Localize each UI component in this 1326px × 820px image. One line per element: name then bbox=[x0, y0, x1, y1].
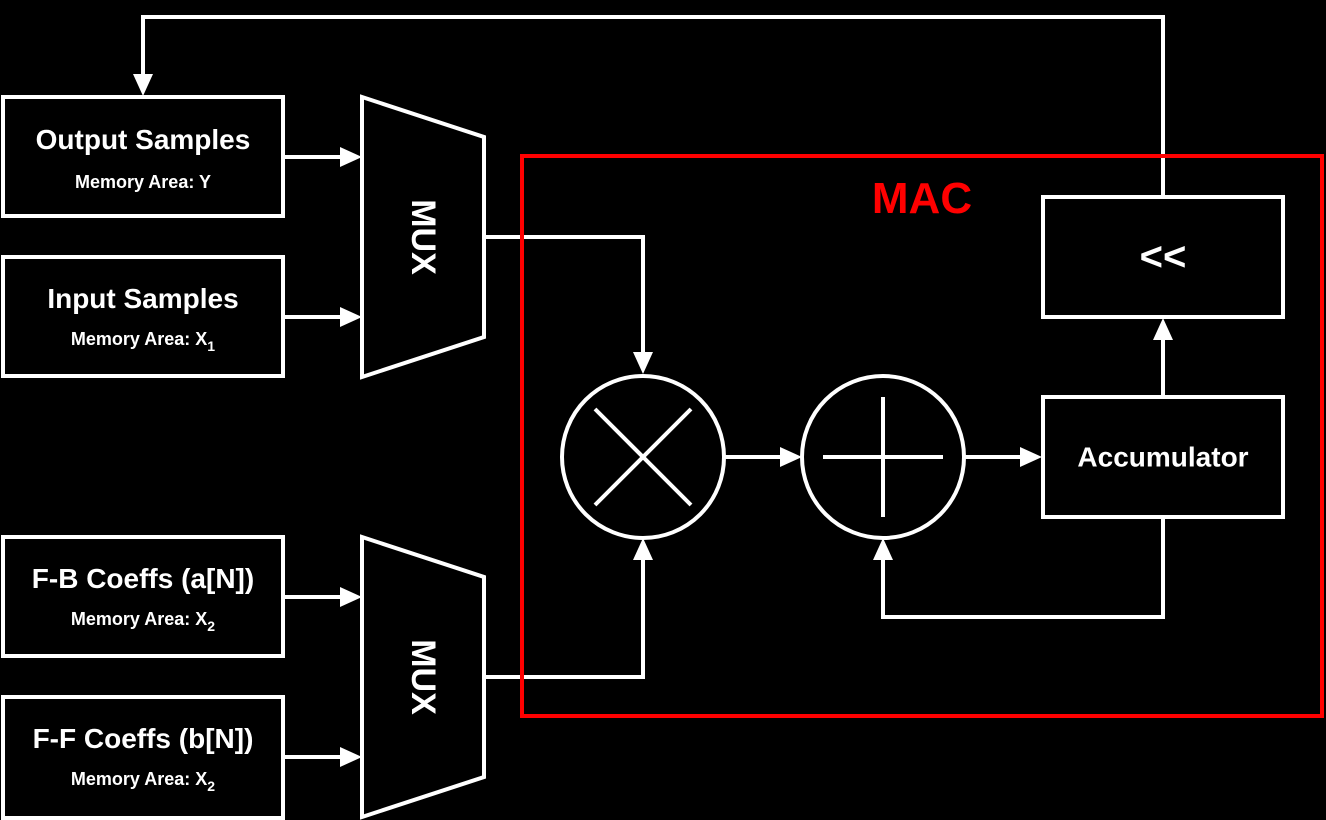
accumulator-label: Accumulator bbox=[1077, 442, 1248, 473]
arrow-into-multiplier-top bbox=[633, 352, 653, 374]
input-samples-title: Input Samples bbox=[47, 283, 238, 314]
mux-top: MUX bbox=[360, 94, 486, 380]
arrow-fb-to-mux bbox=[340, 587, 362, 607]
adder bbox=[800, 374, 966, 540]
mux-bottom-label: MUX bbox=[404, 639, 442, 715]
accumulator-block: Accumulator bbox=[1041, 395, 1285, 519]
mux-bottom: MUX bbox=[360, 534, 486, 820]
arrow-feedback-into-adder bbox=[873, 538, 893, 560]
ff-coeffs-block: F-F Coeffs (b[N]) Memory Area: X2 bbox=[1, 695, 285, 820]
arrow-into-shift bbox=[1153, 318, 1173, 340]
wire-mux-bottom-to-multiplier bbox=[484, 558, 645, 679]
output-samples-memory: Memory Area: Y bbox=[75, 172, 211, 192]
wire-mux-top-to-multiplier bbox=[484, 235, 645, 355]
arrow-into-multiplier-bottom bbox=[633, 538, 653, 560]
wires bbox=[133, 15, 1173, 767]
arrow-into-accumulator bbox=[1020, 447, 1042, 467]
fb-coeffs-memory: Memory Area: X2 bbox=[71, 609, 215, 634]
output-samples-title: Output Samples bbox=[36, 124, 251, 155]
wire-shift-to-output bbox=[141, 15, 1165, 196]
shift-block: << bbox=[1041, 195, 1285, 319]
arrow-input-to-mux bbox=[340, 307, 362, 327]
mac-region: MAC bbox=[520, 154, 1324, 718]
ff-coeffs-memory: Memory Area: X2 bbox=[71, 769, 215, 794]
mux-top-label: MUX bbox=[404, 199, 442, 275]
multiply-icon bbox=[593, 407, 693, 507]
multiplier bbox=[560, 374, 726, 540]
fb-coeffs-title: F-B Coeffs (a[N]) bbox=[32, 563, 254, 594]
arrow-ff-to-mux bbox=[340, 747, 362, 767]
input-samples-block: Input Samples Memory Area: X1 bbox=[1, 255, 285, 378]
mac-boundary bbox=[520, 154, 1324, 718]
arrow-output-to-mux bbox=[340, 147, 362, 167]
mac-label: MAC bbox=[872, 174, 972, 223]
wire-accumulator-feedback bbox=[881, 518, 1165, 619]
input-samples-memory: Memory Area: X1 bbox=[71, 329, 215, 354]
arrow-into-output-samples bbox=[133, 74, 153, 96]
fb-coeffs-block: F-B Coeffs (a[N]) Memory Area: X2 bbox=[1, 535, 285, 658]
arrow-into-adder bbox=[780, 447, 802, 467]
output-samples-block: Output Samples Memory Area: Y bbox=[1, 95, 285, 218]
shift-label: << bbox=[1140, 235, 1187, 279]
ff-coeffs-title: F-F Coeffs (b[N]) bbox=[33, 723, 254, 754]
plus-icon bbox=[823, 397, 943, 517]
